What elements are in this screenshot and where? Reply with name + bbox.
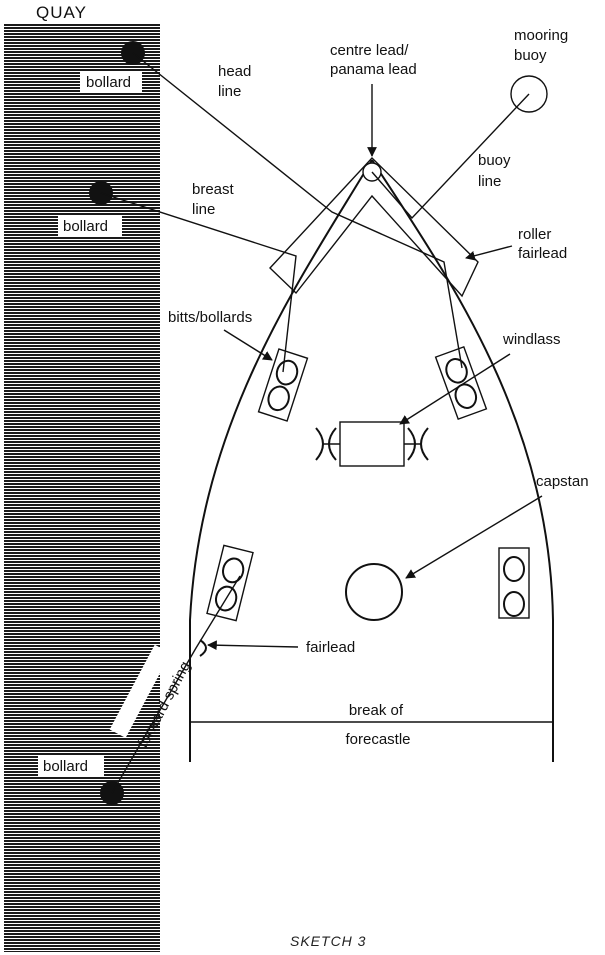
buoy-line-rope — [371, 93, 530, 220]
head-line-label: head line — [218, 63, 256, 100]
capstan — [345, 563, 403, 621]
roller-fairlead-arrow — [465, 245, 513, 261]
buoy-line-label: buoy line — [478, 152, 515, 190]
fairlead-label: fairlead — [306, 639, 355, 656]
windlass-arrow — [399, 353, 511, 425]
break-of-forecastle-label: break of forecastle — [345, 702, 410, 748]
quay — [4, 24, 160, 952]
centre-lead-label: centre lead/ panama lead — [330, 42, 417, 78]
bollard-1-label-bg — [80, 72, 142, 92]
bitts-port-forward — [257, 348, 309, 422]
breast-line-label: breast line — [192, 181, 238, 218]
mooring-buoy-label: mooring buoy — [514, 27, 572, 64]
bollard-3-label-bg — [38, 756, 104, 776]
fairlead-fitting — [199, 639, 207, 657]
roller-fairlead-label: roller fairlead — [518, 226, 567, 262]
bitts-bollards-label: bitts/bollards — [168, 309, 252, 326]
bollard-2-label-bg — [58, 216, 122, 236]
capstan-arrow — [405, 495, 543, 579]
capstan-label: capstan — [536, 473, 589, 490]
bollard-1-label: bollard — [86, 74, 131, 91]
windlass-label: windlass — [502, 331, 561, 348]
ship-hull — [189, 159, 554, 762]
head-line-rope — [132, 52, 463, 369]
breast-line-rope — [100, 192, 297, 373]
sketch-caption: SKETCH 3 — [290, 933, 366, 949]
forward-spring-label-bg — [109, 644, 171, 738]
bow-bulwark — [269, 156, 479, 298]
fairlead-arrow — [207, 640, 299, 651]
bollard-3-label: bollard — [43, 758, 88, 775]
bitts-starboard-forward — [434, 345, 488, 421]
forward-spring-rope — [111, 575, 241, 794]
windlass — [315, 421, 429, 467]
bitts-starboard-aft — [498, 547, 530, 619]
bitts-bollards-arrow — [223, 329, 273, 361]
mooring-buoy — [510, 75, 548, 113]
bitts-port-aft — [206, 544, 254, 622]
bollard-2-label: bollard — [63, 218, 108, 235]
quay-title: QUAY — [36, 3, 87, 22]
